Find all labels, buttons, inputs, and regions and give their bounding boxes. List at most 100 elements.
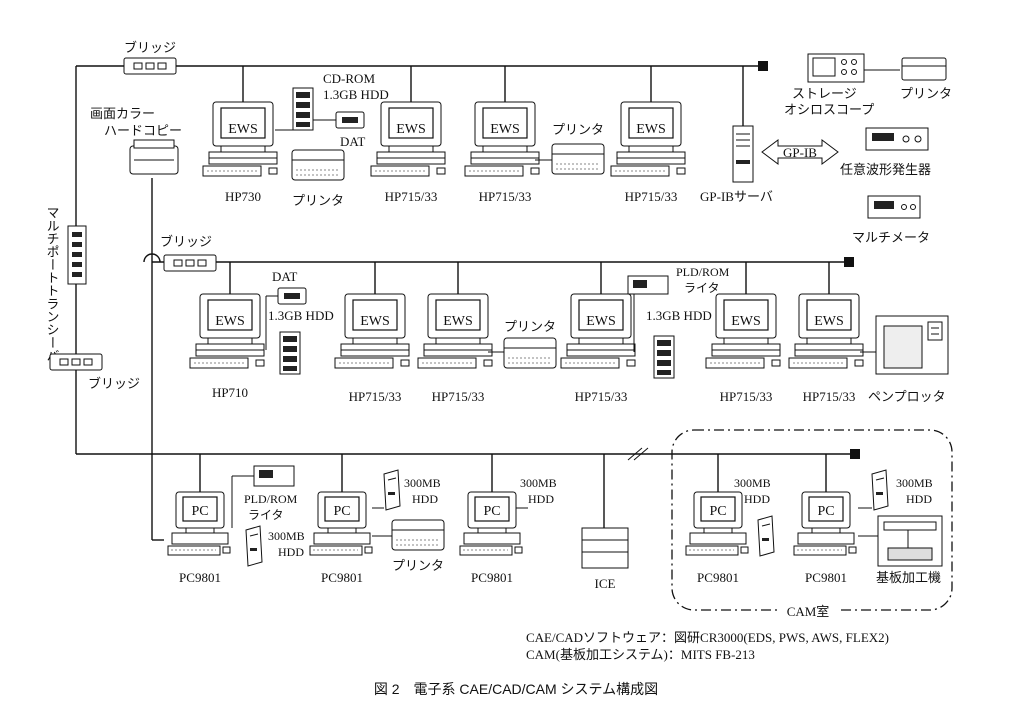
pld-rom-label-1: PLD/ROM — [676, 265, 730, 279]
hdd300-c-label-1: 300MB — [520, 476, 557, 490]
machine-pc-c: PC9801 — [471, 570, 513, 585]
board-machine-label: 基板加工機 — [876, 570, 941, 585]
ews-hp715-a-icon — [370, 101, 446, 177]
figure-caption: 図 2 電子系 CAE/CAD/CAM システム構成図 — [374, 681, 658, 697]
machine-pc-d: PC9801 — [697, 570, 739, 585]
wavegen-label: 任意波形発生器 — [840, 162, 931, 177]
printer-r2-icon — [503, 337, 557, 369]
machine-hp715-g: HP715/33 — [720, 389, 773, 404]
ews-hp730-icon — [202, 101, 278, 177]
ews-hp715-h-icon — [788, 293, 864, 369]
machine-hp715-d: HP715/33 — [349, 389, 402, 404]
hdd300-b-label-2: HDD — [412, 492, 438, 506]
bridge-top-label: ブリッジ — [124, 40, 176, 55]
pc-screen-label: PC — [333, 504, 350, 519]
gpib-label: GP-IB — [783, 145, 817, 160]
printer-r1b-icon — [551, 143, 605, 175]
ews-screen-label: EWS — [360, 314, 390, 329]
hdd-mid-a-label: 1.3GB HDD — [268, 308, 334, 323]
transceiver-label: マルチポートトランシーバ — [45, 206, 60, 362]
ice-label: ICE — [595, 576, 616, 591]
ews-hp715-d-icon — [334, 293, 410, 369]
multimeter-icon — [867, 195, 921, 219]
pc-c-icon — [459, 491, 523, 556]
hdd300-d-label-2: HDD — [744, 492, 770, 506]
ews-screen-label: EWS — [443, 314, 473, 329]
software-note-1: CAE/CADソフトウェア：図研CR3000(EDS, PWS, AWS, FL… — [526, 630, 889, 645]
hdd300-c-label-2: HDD — [528, 492, 554, 506]
ews-screen-label: EWS — [814, 314, 844, 329]
cam-room-label: CAM室 — [787, 604, 830, 619]
pld-rom-label-3: PLD/ROM — [244, 492, 298, 506]
ews-hp715-b-icon — [464, 101, 540, 177]
cdrom-tower-icon — [292, 87, 314, 131]
ews-screen-label: EWS — [215, 314, 245, 329]
hdd300-b-icon — [383, 469, 401, 511]
gpib-server-label: GP-IBサーバ — [700, 189, 773, 204]
scope-label-2: オシロスコープ — [784, 102, 874, 117]
color-copy-label-2: ハードコピー — [104, 123, 182, 138]
machine-hp715-f: HP715/33 — [575, 389, 628, 404]
pc-d-icon — [685, 491, 749, 556]
terminator-2 — [844, 257, 854, 267]
dat-mid-icon — [277, 287, 307, 305]
pen-plotter-label: ペンプロッタ — [868, 389, 946, 404]
machine-hp715-c: HP715/33 — [625, 189, 678, 204]
wavegen-icon — [865, 127, 929, 151]
machine-pc-b: PC9801 — [321, 570, 363, 585]
ews-screen-label: EWS — [396, 122, 426, 137]
printer-r1a-icon — [291, 149, 345, 181]
cam-room-label-bg — [778, 604, 838, 618]
software-note-2: CAM(基板加工システム)：MITS FB-213 — [526, 647, 755, 662]
pc-screen-label: PC — [483, 504, 500, 519]
terminator-3 — [850, 449, 860, 459]
machine-hp715-a: HP715/33 — [385, 189, 438, 204]
ice-icon — [581, 527, 629, 569]
hdd300-b-label-1: 300MB — [404, 476, 441, 490]
hdd300-a-label-2: HDD — [278, 545, 304, 559]
dat-top-label: DAT — [340, 134, 365, 149]
hdd300-e-label-1: 300MB — [896, 476, 933, 490]
printer-r1b-label: プリンタ — [552, 122, 604, 137]
hdd-mid-b-icon — [653, 335, 675, 379]
pc-screen-label: PC — [191, 504, 208, 519]
machine-hp730: HP730 — [225, 189, 261, 204]
pld-rom-label-2: ライタ — [684, 281, 720, 295]
hdd300-a-label-1: 300MB — [268, 529, 305, 543]
printer-r1c-label: プリンタ — [900, 86, 952, 101]
ews-hp715-f-icon — [560, 293, 636, 369]
machine-hp715-b: HP715/33 — [479, 189, 532, 204]
ews-screen-label: EWS — [636, 122, 666, 137]
pc-e-icon — [793, 491, 857, 556]
terminator-1 — [758, 61, 768, 71]
machine-pc-a: PC9801 — [179, 570, 221, 585]
oscilloscope-icon — [807, 53, 865, 83]
color-hardcopy-icon — [129, 139, 179, 175]
printer-r1c-icon — [901, 57, 947, 81]
machine-hp715-e: HP715/33 — [432, 389, 485, 404]
pld-rom-label-4: ライタ — [248, 508, 284, 522]
hdd300-e-label-2: HDD — [906, 492, 932, 506]
multiport-transceiver-icon — [67, 225, 87, 285]
pc-screen-label: PC — [817, 504, 834, 519]
multimeter-label: マルチメータ — [852, 230, 930, 245]
pen-plotter-icon — [875, 315, 949, 375]
printer-r2-label: プリンタ — [504, 319, 556, 334]
bridge-top-icon — [123, 57, 177, 75]
bridge-mid-label: ブリッジ — [160, 234, 212, 249]
ews-screen-label: EWS — [731, 314, 761, 329]
ews-screen-label: EWS — [586, 314, 616, 329]
hdd-mid-a-icon — [279, 331, 301, 375]
bridge-mid-icon — [163, 254, 217, 272]
hdd-mid-b-label: 1.3GB HDD — [646, 308, 712, 323]
color-copy-label-1: 画面カラー — [90, 106, 155, 121]
pld-rom-writer-top-icon — [627, 275, 669, 295]
ews-hp710-icon — [189, 293, 265, 369]
board-machine-icon — [877, 515, 943, 567]
printer-r3-icon — [391, 519, 445, 551]
pc-b-icon — [309, 491, 373, 556]
gpib-arrow-icon — [761, 139, 839, 165]
scope-label-1: ストレージ — [792, 86, 857, 101]
